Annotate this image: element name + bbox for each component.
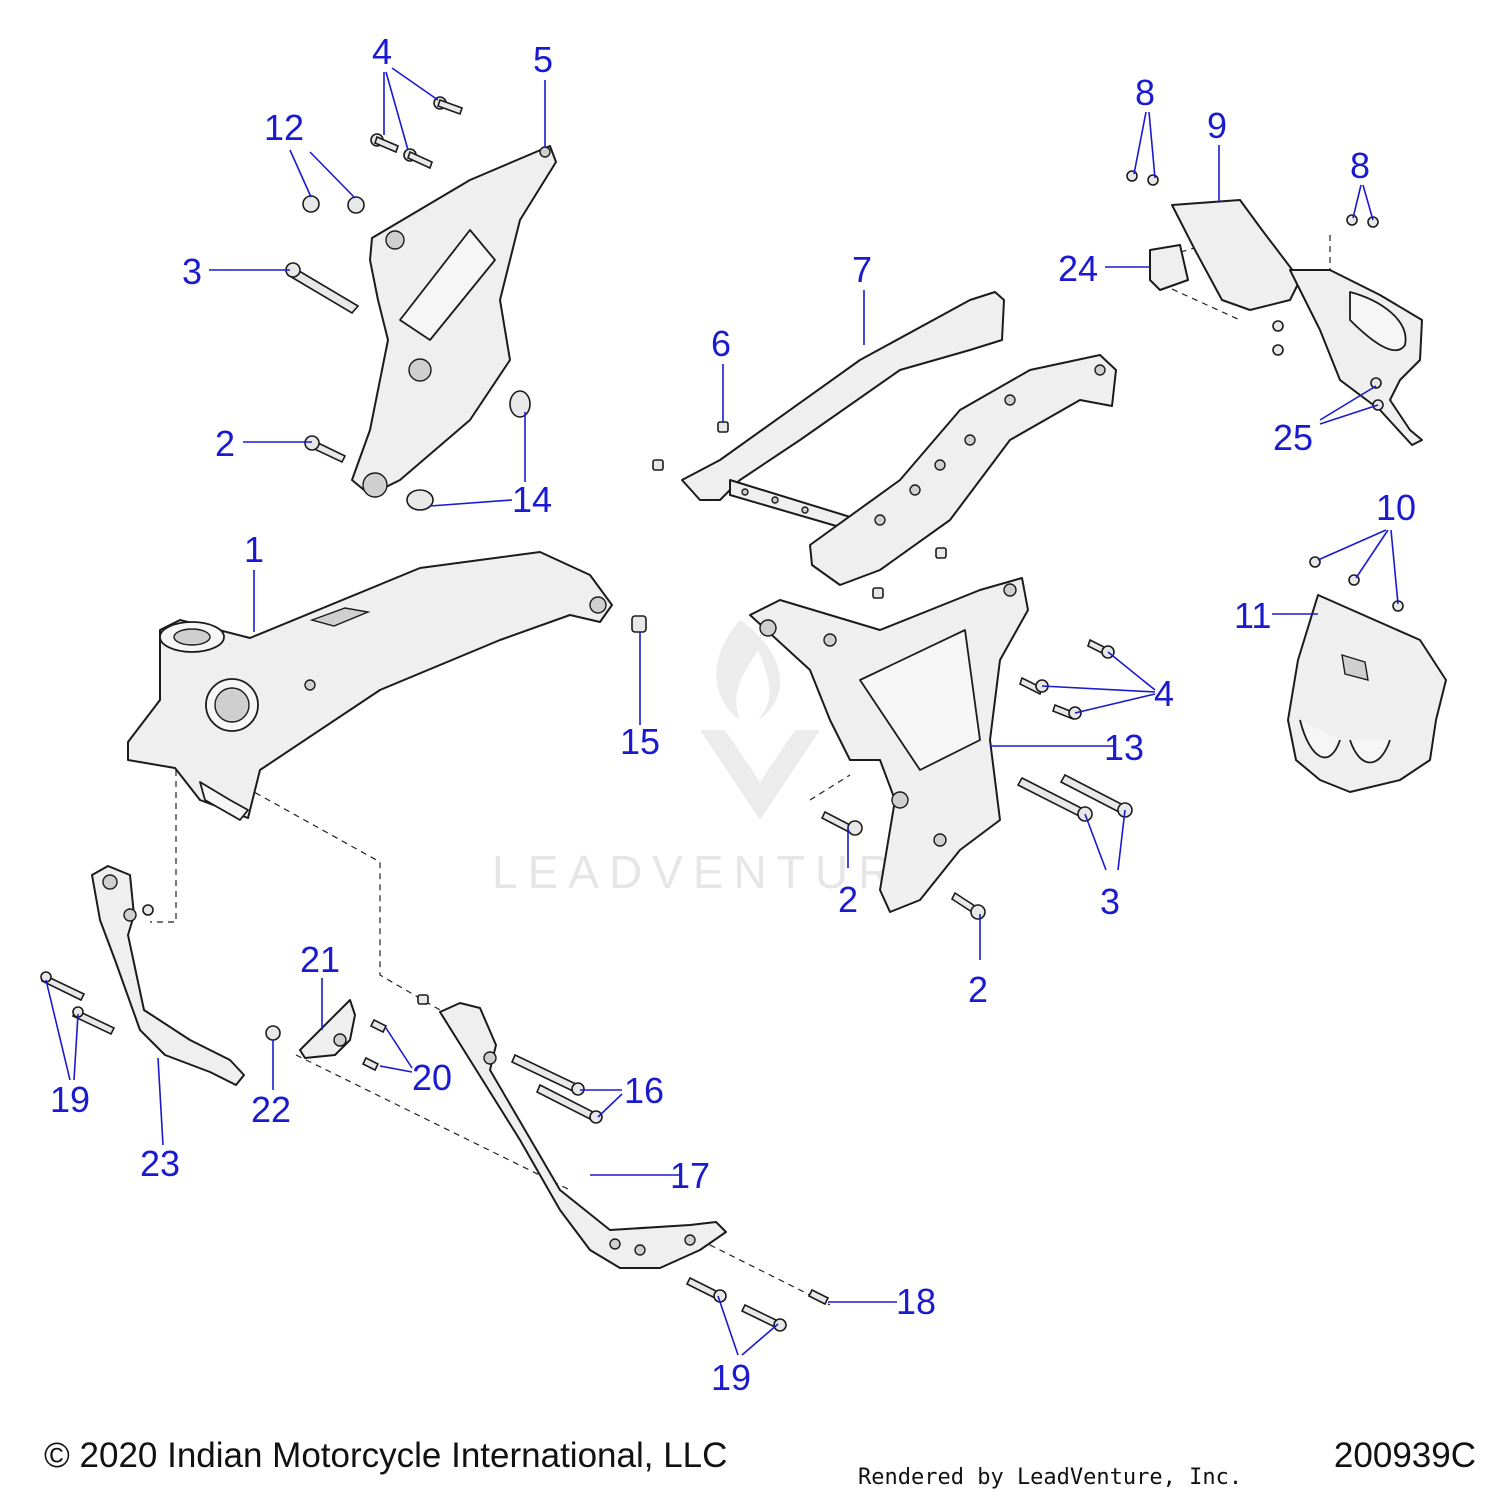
rendered-by-text: Rendered by LeadVenture, Inc. — [858, 1465, 1243, 1490]
callout-6: 6 — [711, 323, 731, 364]
part-7-center-frame — [681, 291, 1117, 586]
callout-24: 24 — [1058, 248, 1098, 289]
part-24-bracket — [1149, 244, 1189, 291]
callout-18: 18 — [896, 1281, 936, 1322]
callout-10: 10 — [1376, 487, 1416, 528]
callout-1: 1 — [244, 529, 264, 570]
callout-7: 7 — [852, 249, 872, 290]
callout-25: 25 — [1273, 417, 1313, 458]
watermark-text: LEADVENTURE — [492, 846, 942, 898]
callout-14: 14 — [512, 479, 552, 520]
callout-8: 8 — [1350, 145, 1370, 186]
callout-2: 2 — [968, 969, 988, 1010]
callout-4: 4 — [1154, 673, 1174, 714]
callout-19: 19 — [50, 1079, 90, 1120]
watermark-v-logo-icon — [700, 730, 820, 820]
part-5-upper-left-plate — [351, 145, 557, 498]
part-21-plate — [299, 999, 356, 1059]
watermark: LEADVENTURE — [492, 620, 942, 898]
callout-21: 21 — [300, 939, 340, 980]
callout-3: 3 — [1100, 881, 1120, 922]
callout-8: 8 — [1135, 72, 1155, 113]
diagram-code: 200939C — [1333, 1436, 1476, 1475]
callout-17: 17 — [670, 1155, 710, 1196]
leader-lines — [45, 67, 1399, 1356]
callout-4: 4 — [372, 31, 392, 72]
callout-23: 23 — [140, 1143, 180, 1184]
callout-2: 2 — [838, 879, 858, 920]
part-13-right-side-plate — [749, 577, 1029, 913]
fasteners — [40, 96, 1404, 1332]
callout-22: 22 — [251, 1089, 291, 1130]
callout-13: 13 — [1104, 727, 1144, 768]
callout-16: 16 — [624, 1070, 664, 1111]
callout-15: 15 — [620, 721, 660, 762]
copyright-text: © 2020 Indian Motorcycle International, … — [44, 1436, 728, 1475]
callout-2: 2 — [215, 423, 235, 464]
part-11-cover — [1287, 594, 1447, 793]
part-23-lower-left-link — [91, 865, 245, 1086]
callout-20: 20 — [412, 1057, 452, 1098]
callout-19: 19 — [711, 1357, 751, 1398]
part-17-lower-arm — [439, 1002, 727, 1269]
callout-labels: 1 2 2 2 3 3 4 4 5 6 7 8 8 9 10 11 12 13 … — [50, 31, 1416, 1398]
callout-3: 3 — [182, 251, 202, 292]
callout-12: 12 — [264, 107, 304, 148]
part-1-main-frame — [127, 551, 613, 821]
part-9-rear-bracket — [1171, 199, 1423, 446]
callout-9: 9 — [1207, 105, 1227, 146]
callout-5: 5 — [533, 39, 553, 80]
callout-11: 11 — [1234, 595, 1271, 636]
watermark-flame-icon — [716, 620, 781, 720]
